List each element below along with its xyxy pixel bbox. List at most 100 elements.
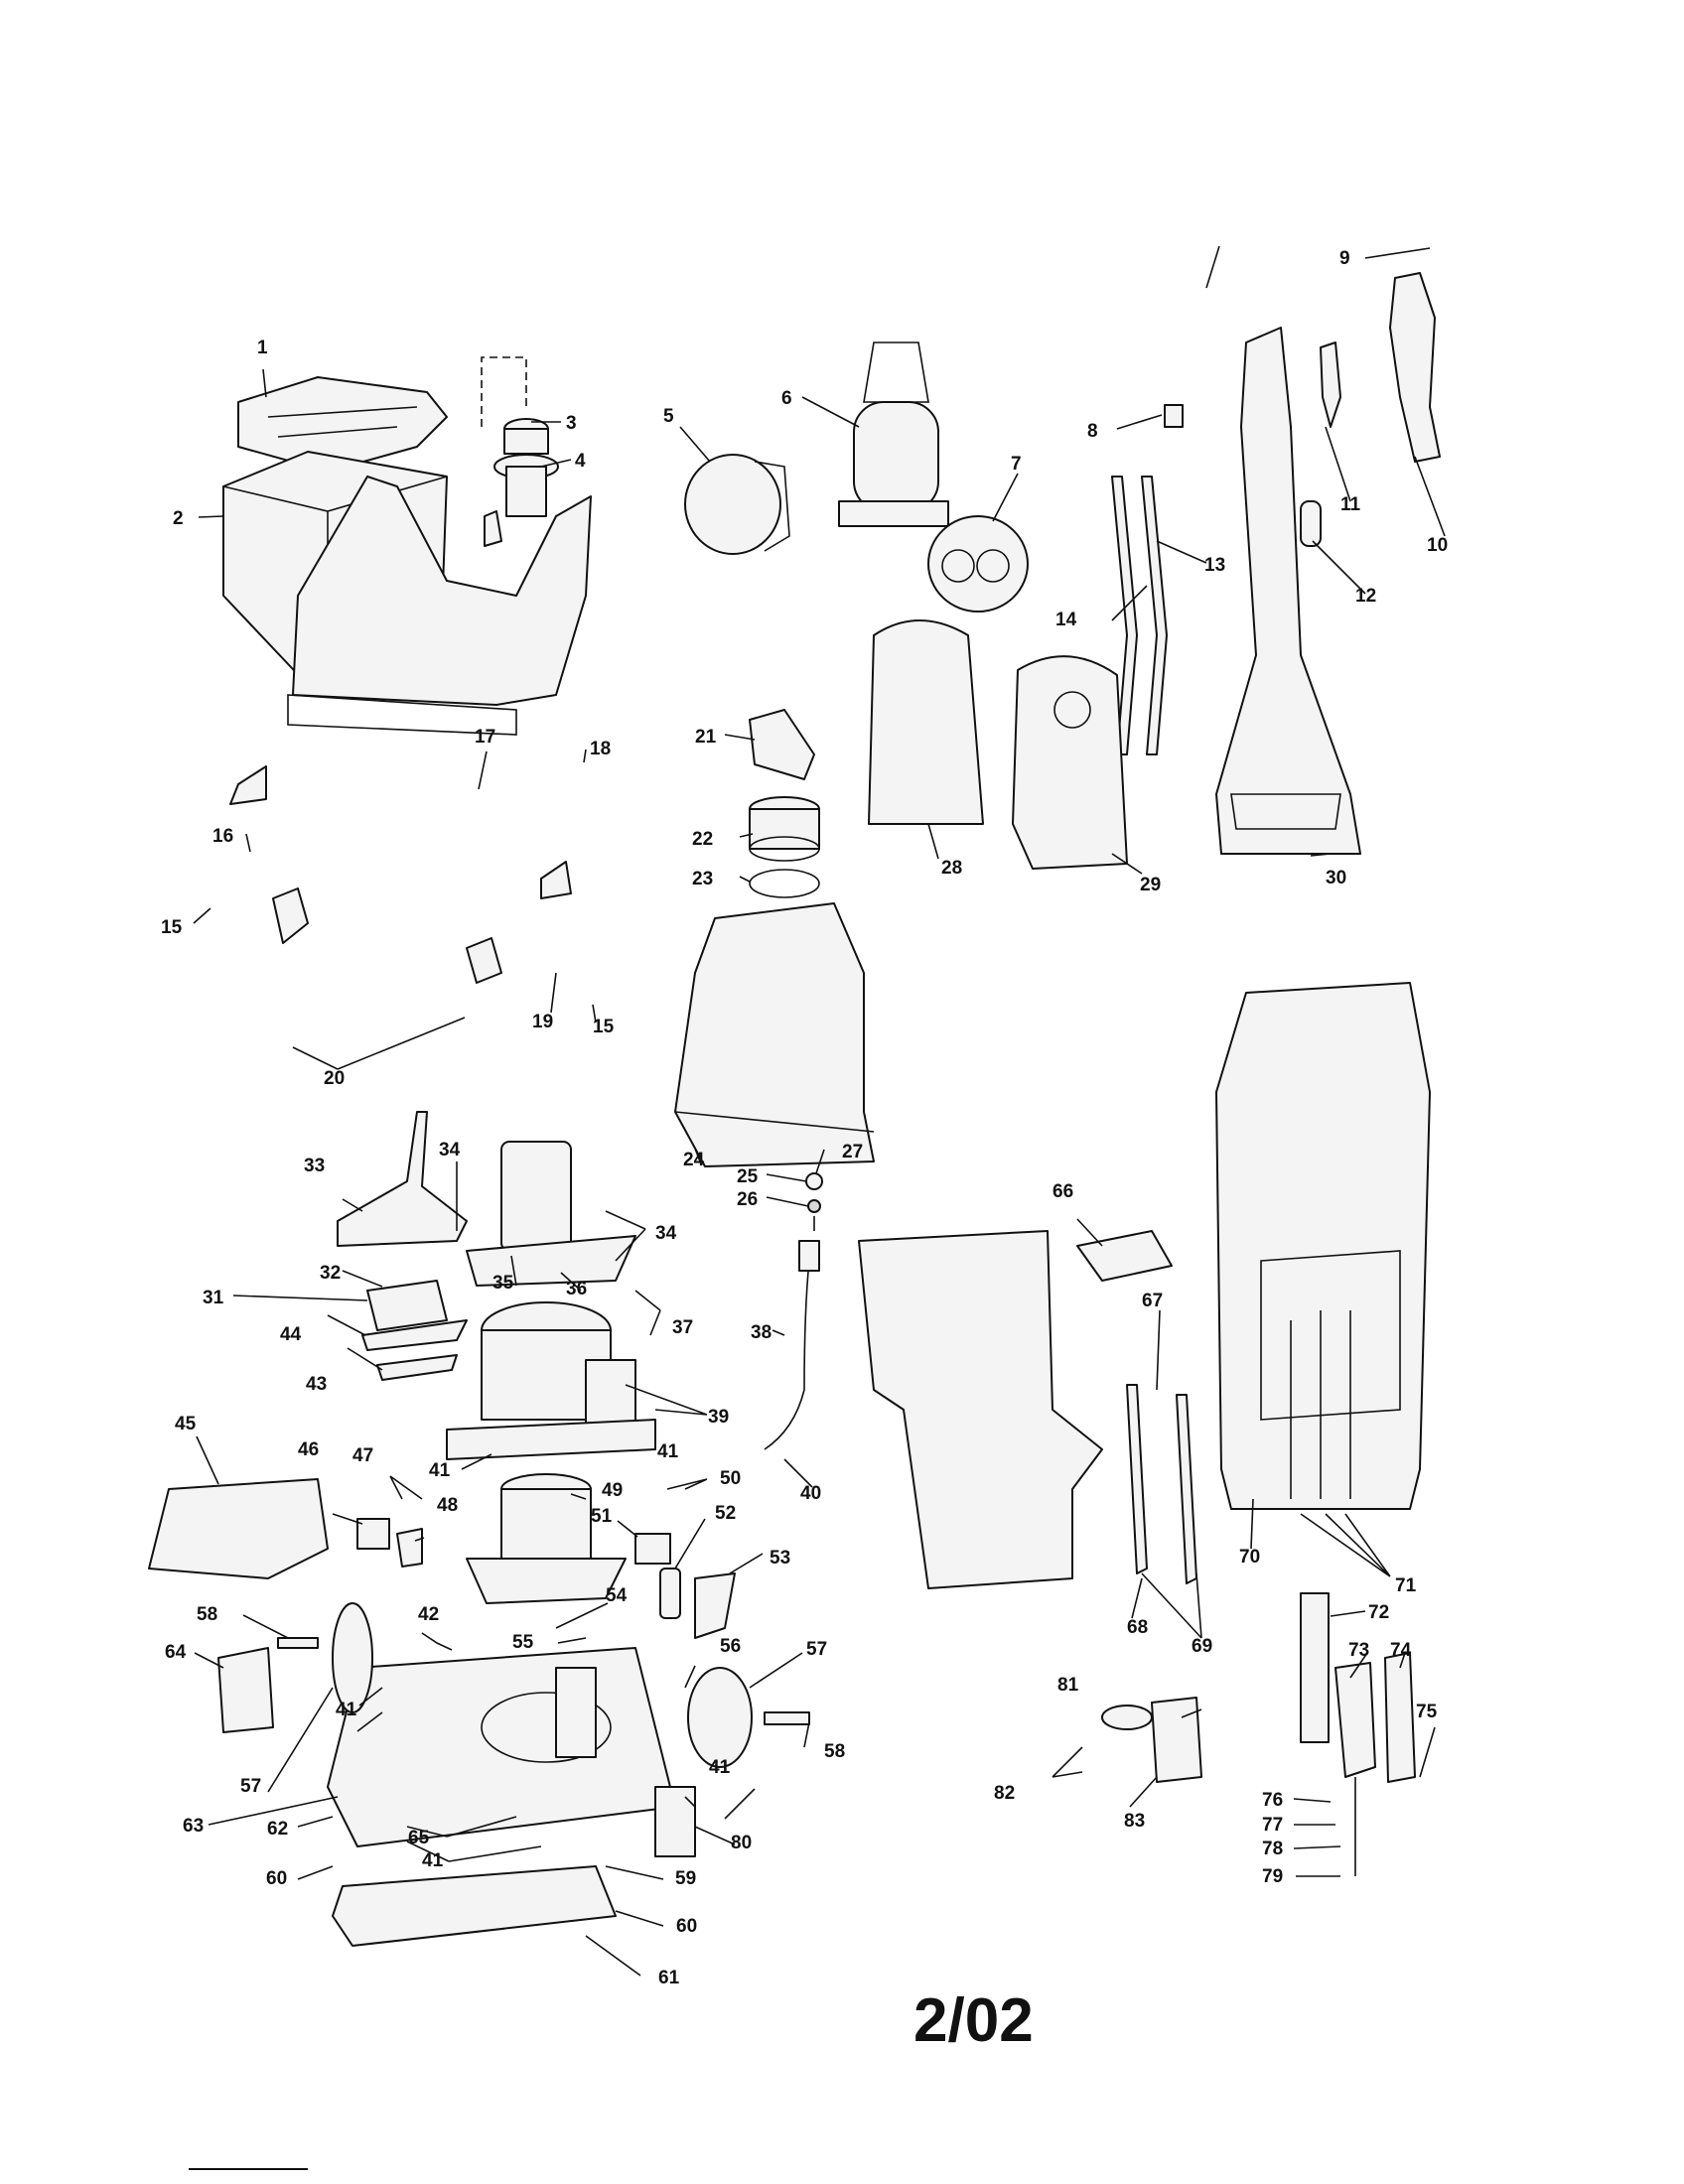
callout-72: 72	[1368, 1602, 1389, 1623]
callout-17: 17	[475, 727, 495, 748]
part-tube-a	[1126, 1384, 1148, 1574]
part-axle-left	[277, 1637, 319, 1649]
callout-42: 42	[418, 1604, 439, 1625]
part-brush-plate	[332, 1865, 617, 1947]
part-upper-shroud	[466, 1235, 636, 1287]
callout-9: 9	[1339, 248, 1350, 269]
callout-45: 45	[175, 1414, 197, 1434]
callout-41b: 41	[657, 1441, 679, 1462]
callout-30: 30	[1326, 868, 1346, 888]
callout-80: 80	[731, 1833, 752, 1853]
callout-82: 82	[994, 1783, 1015, 1804]
callout-21: 21	[695, 727, 717, 748]
callout-59: 59	[675, 1868, 696, 1889]
callout-41a: 41	[429, 1460, 451, 1481]
part-hose-clip	[749, 709, 815, 780]
part-lower-housing	[858, 1230, 1103, 1589]
part-duct	[337, 1111, 468, 1247]
part-74	[1384, 1652, 1416, 1783]
part-base	[327, 1647, 676, 1847]
part-brush-housing	[148, 1478, 329, 1579]
callout-31: 31	[203, 1288, 224, 1308]
part-cover-disc	[684, 454, 790, 555]
callout-13: 13	[1204, 555, 1225, 576]
callout-64: 64	[165, 1642, 187, 1663]
callout-1: 1	[257, 338, 268, 358]
callout-66: 66	[1052, 1181, 1073, 1202]
part-81	[1101, 1705, 1153, 1730]
callout-34a: 34	[439, 1140, 461, 1160]
part-valve-seal	[807, 1199, 821, 1213]
leader-lines	[193, 247, 1446, 1977]
callout-60a: 60	[266, 1868, 287, 1889]
part-19	[540, 861, 572, 899]
callout-24: 24	[683, 1150, 705, 1170]
callout-73: 73	[1348, 1640, 1369, 1661]
callout-57b: 57	[806, 1639, 827, 1660]
part-spray-tube	[1300, 1592, 1330, 1743]
part-plate	[1076, 1230, 1173, 1282]
footer-rule	[189, 2168, 308, 2170]
callout-labels: 1 2 3 4 5 6 7 8 9 10 11 12 13 14 15 15 1…	[161, 248, 1448, 1988]
part-rod-14	[1111, 476, 1138, 755]
callout-29: 29	[1140, 875, 1161, 895]
callout-32: 32	[320, 1263, 341, 1284]
callout-54: 54	[606, 1585, 628, 1606]
part-53	[694, 1572, 736, 1639]
callout-58b: 58	[824, 1741, 845, 1762]
part-48	[396, 1528, 423, 1568]
callout-50: 50	[720, 1468, 741, 1489]
callout-63: 63	[183, 1816, 204, 1837]
callout-46: 46	[298, 1439, 319, 1460]
part-51	[634, 1533, 671, 1565]
part-52	[659, 1568, 681, 1619]
callout-61: 61	[658, 1968, 680, 1988]
callout-10: 10	[1427, 535, 1448, 556]
part-83	[1151, 1697, 1202, 1783]
part-73	[1334, 1662, 1376, 1778]
part-vacuum-motor	[446, 1301, 656, 1460]
part-bracket-20b	[466, 937, 502, 984]
callout-4: 4	[575, 451, 586, 472]
callout-76: 76	[1262, 1790, 1283, 1811]
part-gear-assembly	[927, 515, 1029, 613]
part-gearbox	[217, 1647, 274, 1733]
part-motor-top	[500, 1141, 572, 1252]
part-16	[229, 765, 267, 805]
part-handle-body	[1215, 327, 1361, 855]
callout-69: 69	[1192, 1636, 1212, 1657]
callout-77: 77	[1262, 1815, 1283, 1836]
callout-16: 16	[212, 826, 233, 847]
callout-58a: 58	[197, 1604, 217, 1625]
part-handle-grip	[1389, 272, 1441, 463]
callout-78: 78	[1262, 1839, 1283, 1859]
callout-40: 40	[800, 1483, 821, 1504]
callout-11: 11	[1340, 494, 1361, 515]
callout-20: 20	[324, 1068, 345, 1089]
part-cord-hook	[1300, 500, 1322, 547]
page-number: 2/02	[913, 1986, 1034, 2055]
callout-12: 12	[1355, 586, 1376, 607]
callout-7: 7	[1011, 454, 1022, 475]
callout-34b: 34	[655, 1223, 677, 1244]
callout-26: 26	[737, 1189, 758, 1210]
part-pump-motor	[466, 1473, 627, 1604]
callout-70: 70	[1239, 1547, 1260, 1568]
part-solution-tank	[674, 902, 875, 1167]
callout-8: 8	[1087, 421, 1098, 442]
callout-44: 44	[280, 1324, 302, 1345]
callout-35: 35	[492, 1273, 514, 1294]
callout-14: 14	[1055, 610, 1077, 630]
callout-67: 67	[1142, 1291, 1163, 1311]
callout-41d: 41	[709, 1757, 731, 1778]
part-plug	[798, 1240, 820, 1272]
callout-28: 28	[941, 858, 962, 879]
callout-75: 75	[1416, 1702, 1438, 1722]
callout-53: 53	[770, 1548, 790, 1569]
part-tank-cover	[868, 619, 984, 825]
part-tank-lid	[237, 376, 448, 473]
callout-37: 37	[672, 1317, 693, 1338]
part-cap	[749, 796, 820, 862]
callout-6: 6	[781, 388, 792, 409]
